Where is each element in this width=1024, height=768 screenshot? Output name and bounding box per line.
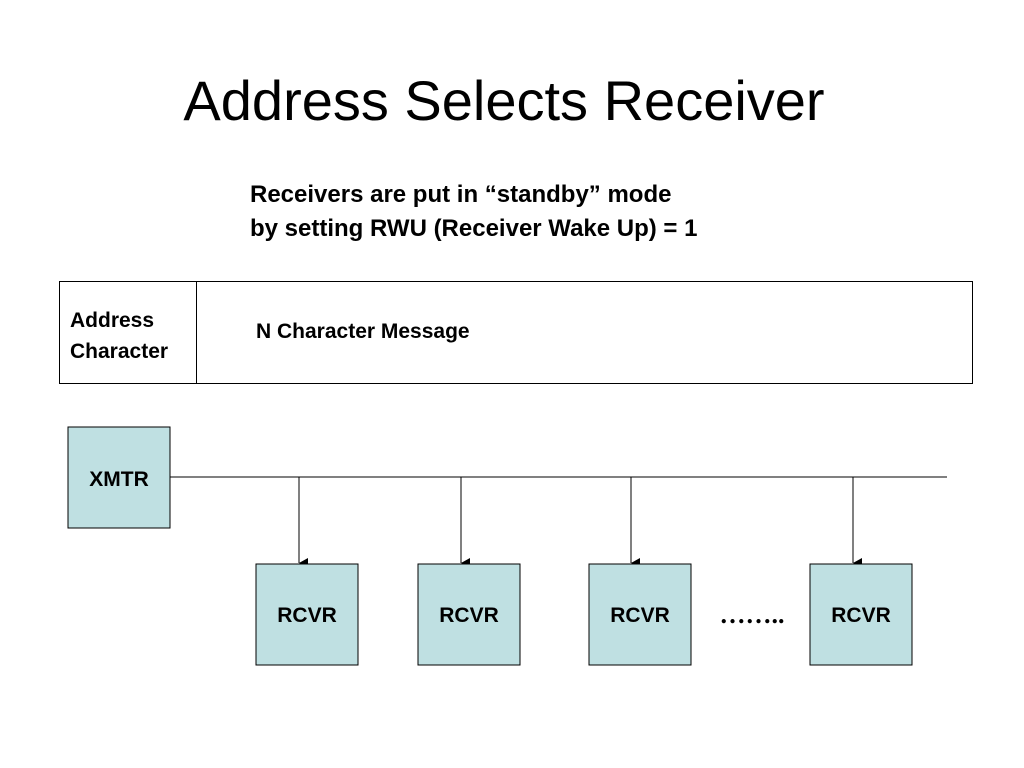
rcvr-box-4 bbox=[809, 563, 913, 666]
standby-note: Receivers are put in “standby” mode by s… bbox=[250, 178, 697, 246]
rcvr-label-2: RCVR bbox=[439, 604, 499, 627]
slide-title: Address Selects Receiver bbox=[183, 69, 825, 132]
message-frame: Address Character N Character Message bbox=[59, 281, 973, 384]
xmtr-box bbox=[67, 426, 171, 529]
more-receivers-ellipsis: …….. bbox=[720, 600, 785, 629]
standby-note-line-2: by setting RWU (Receiver Wake Up) = 1 bbox=[250, 215, 698, 242]
rcvr-label-4: RCVR bbox=[831, 604, 891, 627]
rcvr-box-2 bbox=[417, 563, 521, 666]
rcvr-label-1: RCVR bbox=[277, 604, 337, 627]
message-label: N Character Message bbox=[256, 320, 470, 343]
rcvr-box-3 bbox=[588, 563, 692, 666]
frame-divider bbox=[196, 282, 197, 383]
standby-note-line-1: Receivers are put in “standby” mode bbox=[250, 181, 672, 208]
address-label-line-1: Address bbox=[70, 309, 155, 332]
xmtr-label: XMTR bbox=[89, 468, 149, 491]
address-character-label: Address Character bbox=[70, 305, 168, 367]
address-label-line-2: Character bbox=[70, 340, 169, 363]
rcvr-box-1 bbox=[255, 563, 359, 666]
rcvr-label-3: RCVR bbox=[610, 604, 670, 627]
